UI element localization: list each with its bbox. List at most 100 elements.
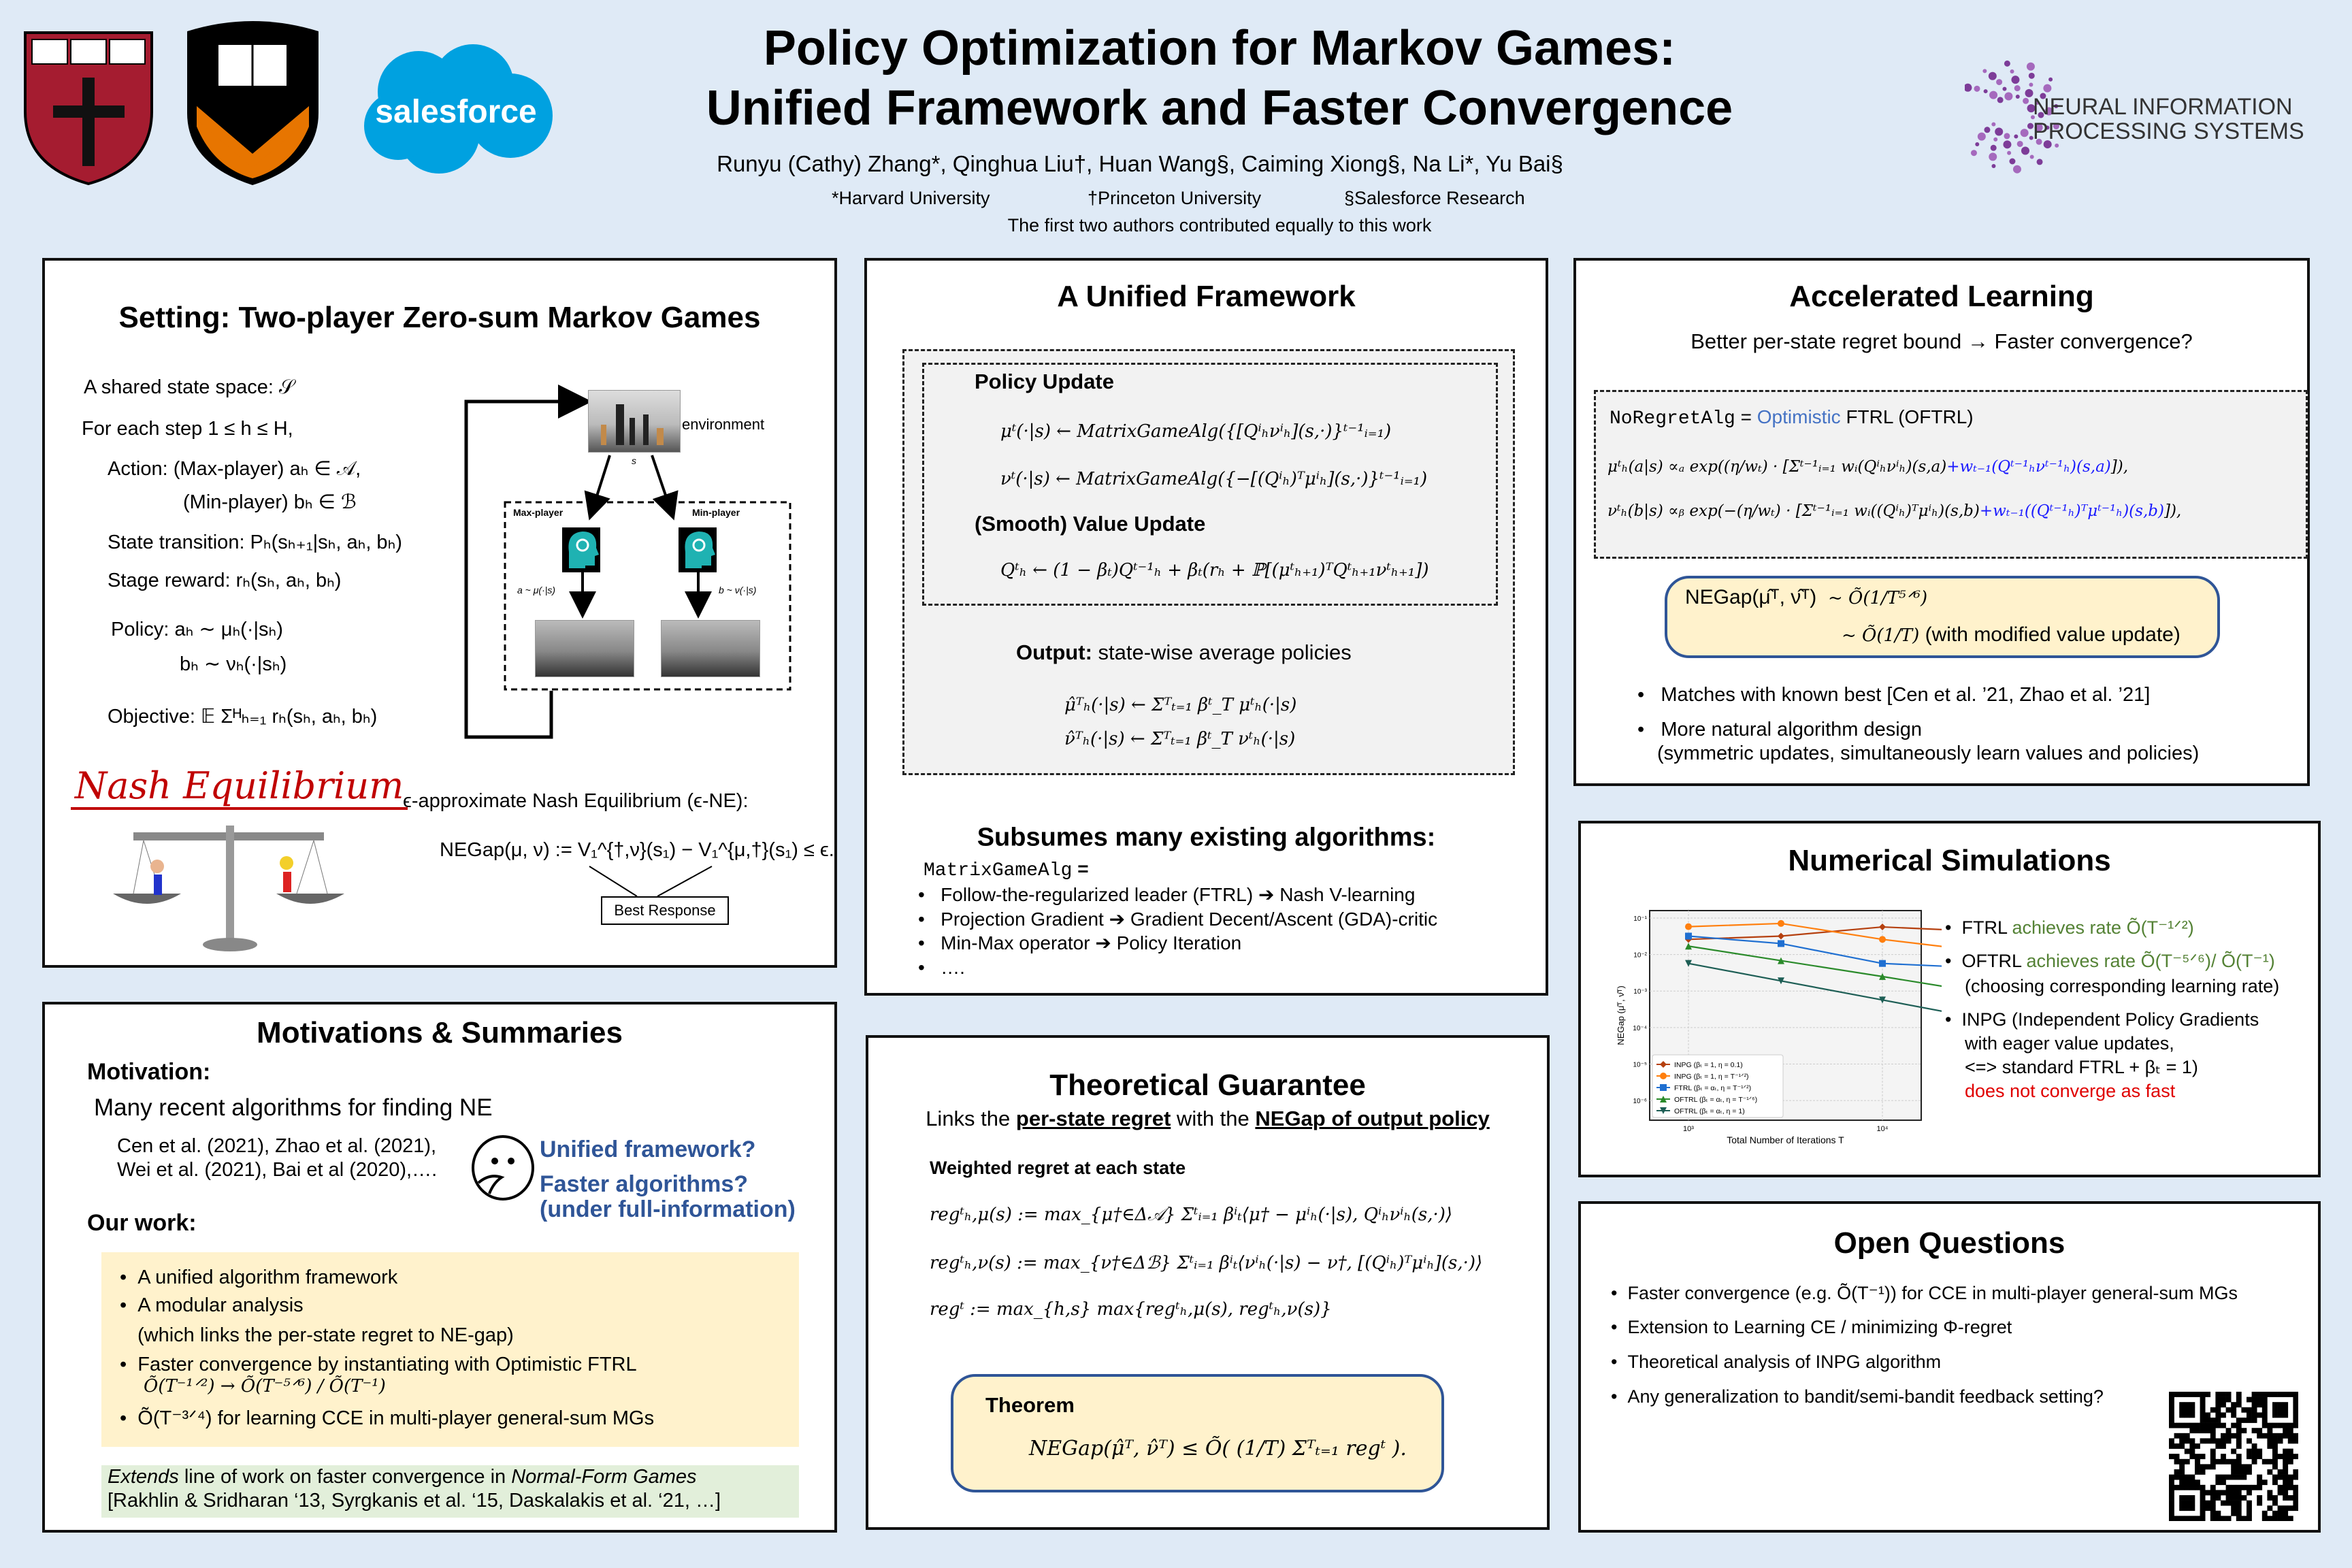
qr-module xyxy=(2210,1505,2216,1512)
qr-module xyxy=(2287,1438,2293,1444)
sim-inpg-l3: <=> standard FTRL + βₜ = 1) xyxy=(1965,1057,2198,1077)
qr-module xyxy=(2200,1407,2206,1413)
qr-module xyxy=(2277,1469,2283,1475)
qr-module xyxy=(2215,1396,2221,1403)
neurips-dot xyxy=(2044,107,2053,116)
qr-module xyxy=(2231,1402,2237,1408)
mga-eq: = xyxy=(1077,858,1089,879)
qr-module xyxy=(2169,1412,2174,1418)
qr-module xyxy=(2179,1438,2185,1444)
qr-module xyxy=(2241,1516,2247,1521)
qr-module xyxy=(2210,1428,2216,1434)
qr-module xyxy=(2261,1412,2268,1418)
neurips-dot xyxy=(1991,163,1996,168)
affiliation-princeton: †Princeton University xyxy=(1088,188,1262,208)
qr-module xyxy=(2231,1484,2237,1490)
qr-module xyxy=(2277,1412,2283,1418)
many-algorithms: Many recent algorithms for finding NE xyxy=(94,1094,493,1121)
qr-module xyxy=(2261,1510,2268,1516)
eq-avg-nu: ν̂ᵀₕ(·|s) ← Σᵀₜ₌₁ βᵗ_T νᵗₕ(·|s) xyxy=(1064,729,1296,749)
data-point xyxy=(1660,1107,1667,1114)
qr-module xyxy=(2247,1500,2252,1506)
qr-module xyxy=(2225,1433,2232,1439)
qr-module xyxy=(2205,1505,2211,1512)
qr-module xyxy=(2277,1402,2283,1408)
neurips-dots-icon xyxy=(1965,60,2060,174)
qr-module xyxy=(2225,1428,2232,1434)
qr-module xyxy=(2221,1402,2226,1408)
qr-module xyxy=(2200,1516,2206,1521)
legend-label: INPG (βₜ = 1, η = T⁻¹ᐟ²) xyxy=(1674,1073,1749,1081)
refs-line-1: Cen et al. (2021), Zhao et al. (2021), xyxy=(117,1135,437,1157)
rate-box xyxy=(1665,576,2220,658)
our-work-heading: Our work: xyxy=(87,1210,197,1236)
qr-module xyxy=(2272,1495,2278,1501)
work-item: • Õ(T⁻³ᐟ⁴) for learning CCE in multi-pla… xyxy=(120,1407,655,1429)
data-point xyxy=(1660,1084,1667,1091)
qr-module xyxy=(2169,1516,2174,1521)
qr-module xyxy=(2221,1443,2226,1449)
refs-line-2: Wei et al. (2021), Bai et al (2020),…. xyxy=(117,1159,438,1181)
eq-mu-update: μᵗ(·|s) ← MatrixGameAlg({[Qⁱₕνⁱₕ](s,·)}ᵗ… xyxy=(1000,421,1392,442)
qr-module xyxy=(2210,1454,2216,1460)
qr-module xyxy=(2184,1458,2190,1465)
qr-module xyxy=(2277,1516,2283,1521)
qr-module xyxy=(2189,1495,2195,1501)
qr-module xyxy=(2195,1428,2200,1434)
qr-module xyxy=(2251,1412,2257,1418)
our-work-box xyxy=(101,1252,799,1447)
qr-module xyxy=(2236,1438,2242,1444)
sim-bullet-inpg: • INPG (Independent Policy Gradients xyxy=(1945,1009,2259,1030)
neurips-dot xyxy=(2020,129,2029,137)
neurips-dot xyxy=(1984,127,1991,133)
eps-ne-label: ϵ-approximate Nash Equilibrium (ϵ-NE): xyxy=(403,790,749,812)
qr-module xyxy=(2257,1392,2263,1397)
qr-module xyxy=(2267,1516,2273,1521)
qr-module xyxy=(2277,1474,2283,1480)
value-update-heading: (Smooth) Value Update xyxy=(975,512,1206,536)
negap-definition: NEGap(μ, ν) := V₁^{†,ν}(s₁) − V₁^{μ,†}(s… xyxy=(440,839,834,861)
data-point xyxy=(1878,960,1886,967)
qr-module xyxy=(2251,1407,2257,1413)
qr-module xyxy=(2195,1458,2200,1465)
qr-module xyxy=(2221,1392,2226,1397)
qr-module xyxy=(2215,1510,2221,1516)
qr-module xyxy=(2272,1500,2278,1506)
qr-module xyxy=(2257,1474,2263,1480)
qr-module xyxy=(2247,1438,2252,1444)
data-point xyxy=(1777,919,1784,927)
qr-module xyxy=(2210,1500,2216,1506)
neurips-dot xyxy=(2027,104,2036,113)
framework-inner-box xyxy=(922,363,1498,606)
unified-title: A Unified Framework xyxy=(1057,280,1356,313)
qr-module xyxy=(2221,1480,2226,1486)
neurips-dot xyxy=(2021,146,2029,155)
qr-module xyxy=(2247,1418,2252,1423)
neurips-dot xyxy=(2004,60,2010,67)
qr-module xyxy=(2169,1484,2174,1490)
qr-module xyxy=(2272,1454,2278,1460)
qr-module xyxy=(2272,1474,2278,1480)
qr-module xyxy=(2272,1433,2278,1439)
neurips-dot xyxy=(2043,140,2052,149)
qr-module xyxy=(2267,1490,2273,1496)
qr-module xyxy=(2225,1490,2232,1496)
qr-module xyxy=(2241,1469,2247,1475)
qr-module xyxy=(2189,1474,2195,1480)
rate-1: NEGap(μ̂ᵀ, ν̂ᵀ) ~ Õ(1/T⁵ᐟ⁶) xyxy=(1685,586,1928,608)
question-item: • Theoretical analysis of INPG algorithm xyxy=(1611,1352,1942,1372)
qr-module xyxy=(2184,1448,2190,1454)
y-tick-label: 10⁻² xyxy=(1633,952,1647,960)
neurips-dot xyxy=(2043,84,2052,93)
objective: Objective: 𝔼 Σᴴₕ₌₁ rₕ(sₕ, aₕ, bₕ) xyxy=(108,706,378,728)
qr-module xyxy=(2277,1407,2283,1413)
qr-code[interactable] xyxy=(2169,1392,2298,1521)
series-line xyxy=(1688,945,1942,987)
qr-module xyxy=(2174,1454,2180,1460)
output-line: Output: state-wise average policies xyxy=(1016,640,1352,665)
min-player-brain-icon xyxy=(679,527,717,572)
neurips-dot xyxy=(1997,97,2004,103)
qr-module xyxy=(2277,1392,2283,1397)
qr-module xyxy=(2189,1484,2195,1490)
legend-label: OFTRL (βₜ = αₜ, η = T⁻¹ᐟ⁶) xyxy=(1674,1096,1757,1104)
